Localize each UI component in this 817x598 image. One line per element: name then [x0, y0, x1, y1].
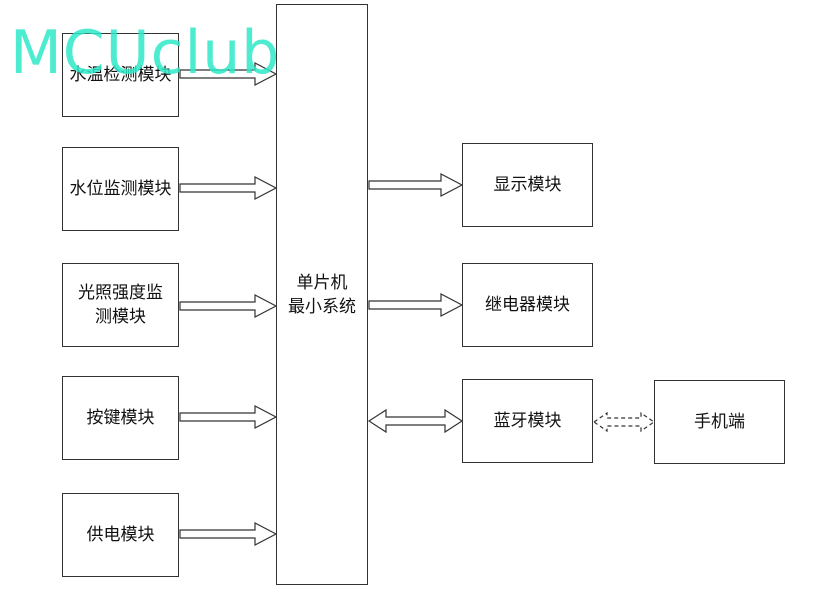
arrow-relay [368, 293, 464, 317]
arrow-phone-dashed [592, 411, 656, 433]
bluetooth-module-box: 蓝牙模块 [462, 379, 593, 463]
arrow-keys [179, 405, 278, 429]
arrow-water-level [179, 176, 278, 200]
arrow-water-temp [179, 62, 278, 86]
phone-label: 手机端 [694, 412, 745, 432]
water-temp-module-label: 水温检测模块 [69, 65, 172, 85]
mcu-system-box: 单片机 最小系统 [276, 4, 368, 585]
arrow-display [368, 173, 464, 197]
power-module-label: 供电模块 [86, 525, 155, 545]
relay-module-label: 继电器模块 [485, 295, 570, 315]
light-module-label: 光照强度监测模块 [78, 283, 163, 327]
phone-box: 手机端 [654, 380, 785, 464]
arrow-light [179, 294, 278, 318]
keys-module-box: 按键模块 [62, 376, 179, 460]
power-module-box: 供电模块 [62, 493, 179, 577]
mcu-label-line1: 单片机 [296, 272, 348, 293]
water-level-module-label: 水位监测模块 [69, 179, 172, 199]
watermark-logo: MCUclub [10, 18, 281, 88]
display-module-box: 显示模块 [462, 143, 593, 227]
keys-module-label: 按键模块 [86, 408, 155, 428]
arrow-power [179, 522, 278, 546]
display-module-label: 显示模块 [493, 175, 562, 195]
arrow-bluetooth-bidirectional [367, 408, 464, 434]
light-module-box: 光照强度监测模块 [62, 263, 179, 347]
relay-module-box: 继电器模块 [462, 263, 593, 347]
water-level-module-box: 水位监测模块 [62, 147, 179, 231]
bluetooth-module-label: 蓝牙模块 [493, 411, 562, 431]
mcu-label-line2: 最小系统 [288, 296, 356, 317]
water-temp-module-box: 水温检测模块 [62, 33, 179, 117]
